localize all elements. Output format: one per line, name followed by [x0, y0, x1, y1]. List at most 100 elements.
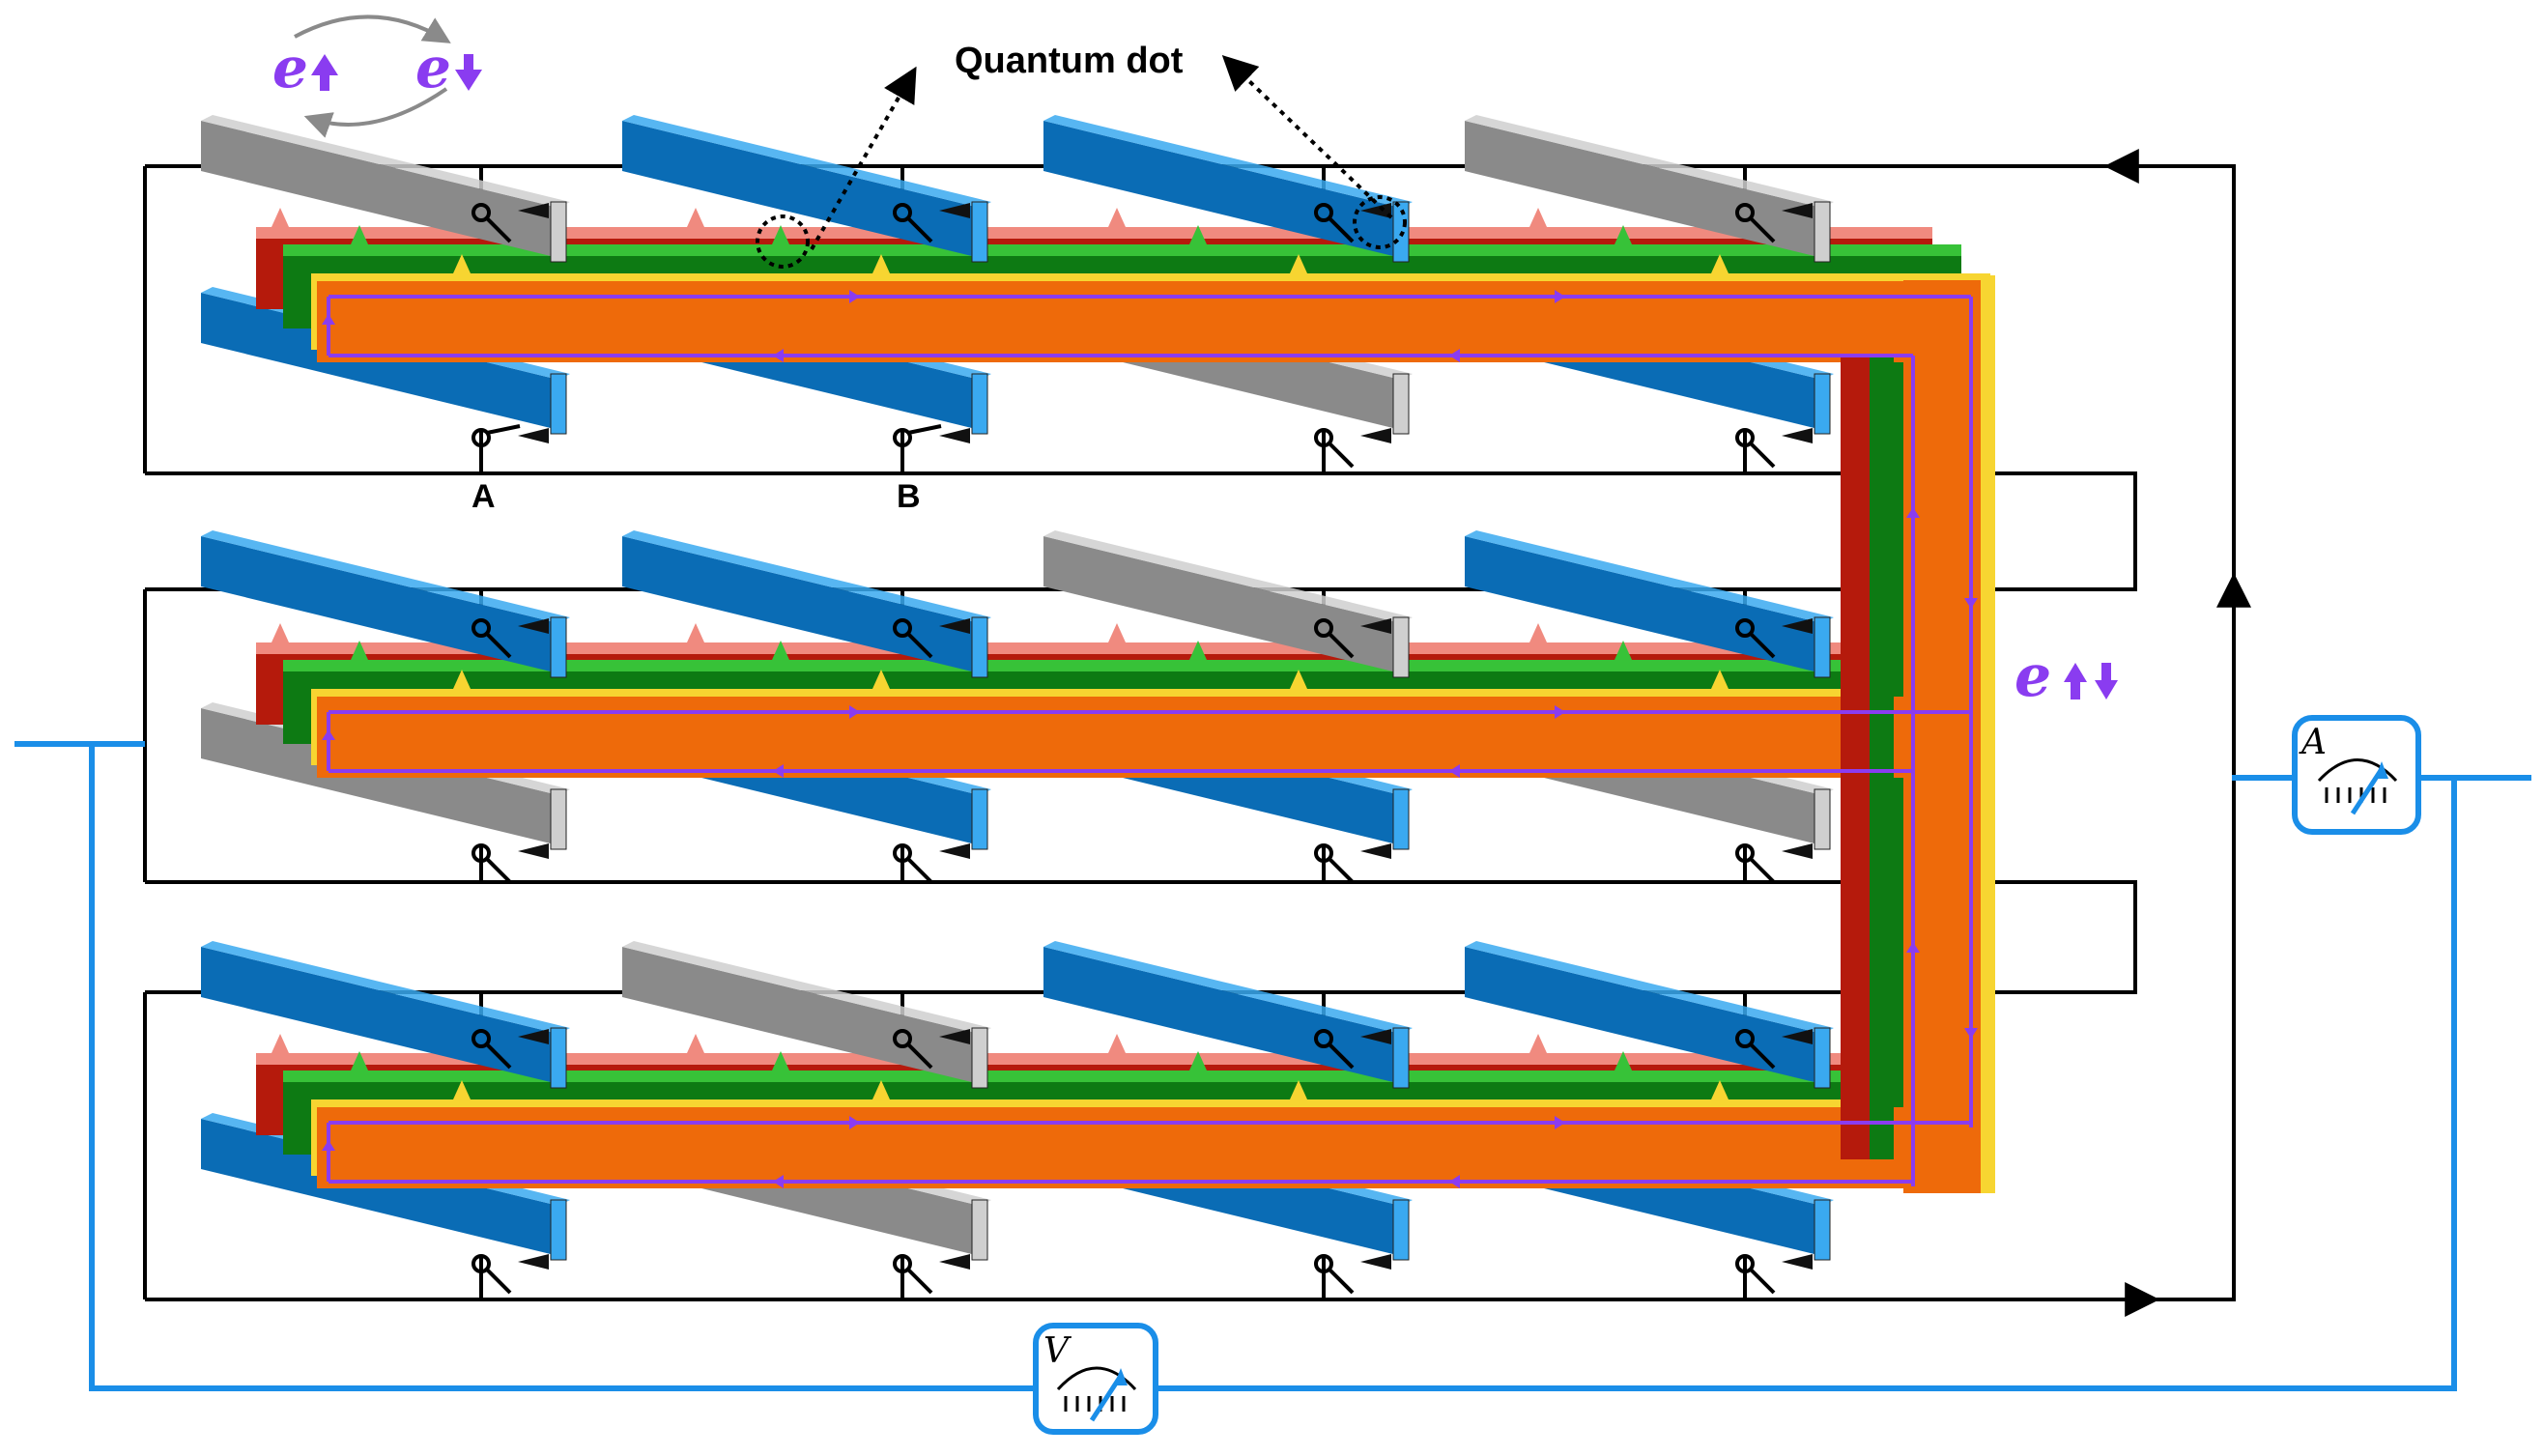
flow-arrow-icon [1449, 1175, 1460, 1188]
gate-end-face [1392, 616, 1410, 678]
meter-needle-icon [2317, 758, 2398, 815]
row-link-wire [1990, 880, 2137, 994]
gate-end-face [1814, 201, 1831, 263]
switch-icon [893, 843, 970, 884]
switch-contact [471, 843, 491, 863]
quantum-dot-peak [271, 623, 289, 642]
electron-spin-up-label: e [272, 35, 308, 100]
switch-blade [485, 632, 512, 659]
gate-end-face [1814, 1027, 1831, 1089]
switch-contact [893, 203, 912, 222]
switch-icon [1314, 1254, 1391, 1295]
quantum-dot-peak [1290, 670, 1307, 689]
switch-contact [1314, 428, 1333, 447]
gate-body [1465, 121, 1822, 258]
gate-end-face [1814, 788, 1831, 850]
flow-arrow-icon [1555, 705, 1565, 719]
channel-layer-orange [317, 697, 1986, 778]
switch-terminal [518, 843, 549, 859]
channel-layer-red-top [256, 1053, 1932, 1065]
switch-blade [906, 632, 933, 659]
switch-contact [893, 1254, 912, 1273]
switch-terminal [1782, 843, 1813, 859]
row-link-wire [1990, 471, 2137, 591]
flow-arrow-icon [1449, 349, 1460, 362]
gate-body [1043, 121, 1401, 258]
top-gate [622, 115, 991, 263]
switch-terminal [1360, 428, 1391, 443]
flow-arrow-icon [1555, 290, 1565, 303]
switch-contact [471, 203, 491, 222]
switch-icon [1314, 843, 1391, 884]
switch-contact [893, 1029, 912, 1048]
switch-icon [1314, 428, 1391, 469]
quantum-dot-pointer-left [810, 66, 917, 250]
gate-end-face [550, 1199, 567, 1261]
top-gate [1043, 941, 1413, 1089]
top-gate [201, 530, 570, 678]
switch-icon [893, 424, 970, 447]
quantum-dot-peak [271, 1034, 289, 1053]
quantum-dot-peak [351, 225, 368, 244]
top-gate [1465, 115, 1834, 263]
quantum-dot-peak [1614, 1051, 1632, 1071]
voltmeter: V [1033, 1323, 1158, 1435]
switch-blade [1749, 1268, 1776, 1295]
switch-blade [486, 424, 521, 435]
switch-icon [1735, 203, 1813, 243]
spine-arm-join [1894, 1107, 1981, 1188]
switch-terminal [518, 1029, 549, 1044]
quantum-dot-peak [453, 1080, 471, 1099]
switch-terminal [518, 1254, 549, 1270]
quantum-dot-peak [1189, 641, 1207, 660]
outer-loop-wire [1778, 164, 2236, 1301]
gate-front-layer [201, 115, 1834, 1089]
quantum-dot-peak [1189, 1051, 1207, 1071]
spin-down-arrow-icon [2095, 663, 2118, 699]
gate-body [1465, 536, 1822, 673]
switch-icon [1314, 203, 1391, 243]
flow-arrow-icon [773, 349, 784, 362]
switch-terminal [1360, 618, 1391, 634]
channel-layer-red-top [256, 227, 1932, 239]
spine-arm-join [1894, 697, 1981, 778]
gate-end-face [1392, 1027, 1410, 1089]
switch-contact [1735, 618, 1755, 638]
top-gate [201, 115, 570, 263]
switch-blade [1328, 1042, 1355, 1070]
gate-top-edge [1043, 115, 1413, 208]
gate-end-face [550, 373, 567, 435]
gate-top-edge [201, 941, 570, 1034]
spin-current-paths [322, 290, 1978, 1188]
spin-label: e [2014, 642, 2051, 710]
gate-body [201, 947, 558, 1084]
switch-contact [471, 1029, 491, 1048]
gate-end-face [1392, 373, 1410, 435]
quantum-dot-label: Quantum dot [955, 41, 1184, 81]
switch-icon [471, 1254, 549, 1295]
switch-icon [471, 843, 549, 884]
gate-top-edge [1465, 115, 1834, 208]
flow-arrow-icon [1555, 1116, 1565, 1129]
gate-top-edge [1465, 941, 1834, 1034]
flow-arrow-icon [1449, 764, 1460, 778]
quantum-dot-peak [687, 208, 704, 227]
flow-arrow-icon [849, 1116, 860, 1129]
switch-terminal [939, 203, 970, 218]
measurement-circuit [14, 741, 2531, 1391]
top-gate [201, 941, 570, 1089]
switch-contact [1735, 1254, 1755, 1273]
switch-terminal [939, 843, 970, 859]
quantum-dot-peak [1108, 1034, 1126, 1053]
gate-top-edge [1043, 530, 1413, 623]
switch-terminal [1360, 203, 1391, 218]
switch-terminal [1782, 1254, 1813, 1270]
switch-terminal [939, 618, 970, 634]
channel-layer-red-top [256, 642, 1932, 654]
switch-contact [893, 428, 912, 447]
gate-end-face [971, 373, 988, 435]
meter-needle-icon [1056, 1366, 1137, 1422]
switch-icon [471, 424, 549, 447]
switch-icon [893, 1029, 970, 1070]
